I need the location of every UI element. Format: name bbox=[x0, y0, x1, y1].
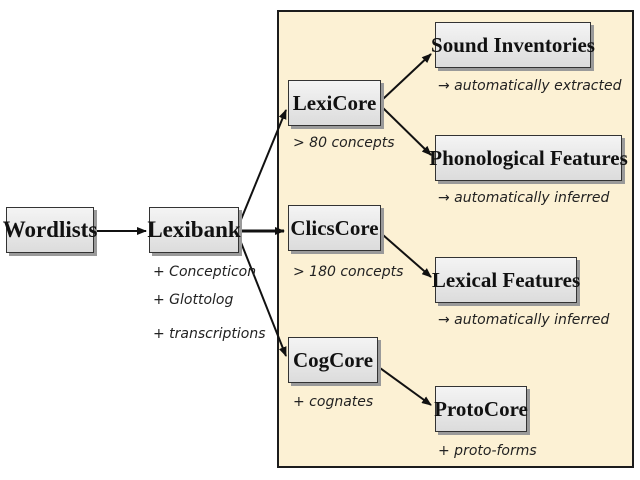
lexical-features-box: Lexical Features bbox=[432, 257, 580, 303]
arrow-lexibank-cogcore bbox=[239, 239, 287, 357]
arrow-lexicore-phono bbox=[382, 107, 432, 156]
cogcore-note: + cognates bbox=[293, 394, 374, 410]
lexibank-box: Lexibank bbox=[147, 207, 241, 253]
wordlists-box: Wordlists bbox=[3, 207, 97, 253]
lexicore-box: LexiCore bbox=[288, 80, 381, 126]
sound-inventories-note: → automatically extracted bbox=[438, 78, 622, 94]
sound-inventories-box: Sound Inventories bbox=[431, 22, 595, 68]
lexicore-note: > 80 concepts bbox=[293, 135, 395, 151]
lexibank-note-transcriptions: + transcriptions bbox=[153, 326, 266, 342]
cogcore-box: CogCore bbox=[288, 337, 378, 383]
lexical-features-note: → automatically inferred bbox=[438, 312, 610, 328]
arrow-cogcore-protocore bbox=[379, 367, 432, 406]
lexibank-note-glottolog: + Glottolog bbox=[153, 292, 234, 308]
phonological-features-box: Phonological Features bbox=[429, 135, 628, 181]
protocore-note: + proto-forms bbox=[438, 443, 537, 459]
arrow-lexicore-sound bbox=[382, 53, 432, 100]
arrow-lexibank-lexicore bbox=[239, 109, 287, 223]
phonological-features-note: → automatically inferred bbox=[438, 190, 610, 206]
clicscore-note: > 180 concepts bbox=[293, 264, 404, 280]
arrow-clicscore-lexical bbox=[382, 234, 432, 278]
lexibank-note-concepticon: + Concepticon bbox=[153, 264, 257, 280]
clicscore-box: ClicsCore bbox=[288, 205, 381, 251]
protocore-box: ProtoCore bbox=[434, 386, 528, 432]
